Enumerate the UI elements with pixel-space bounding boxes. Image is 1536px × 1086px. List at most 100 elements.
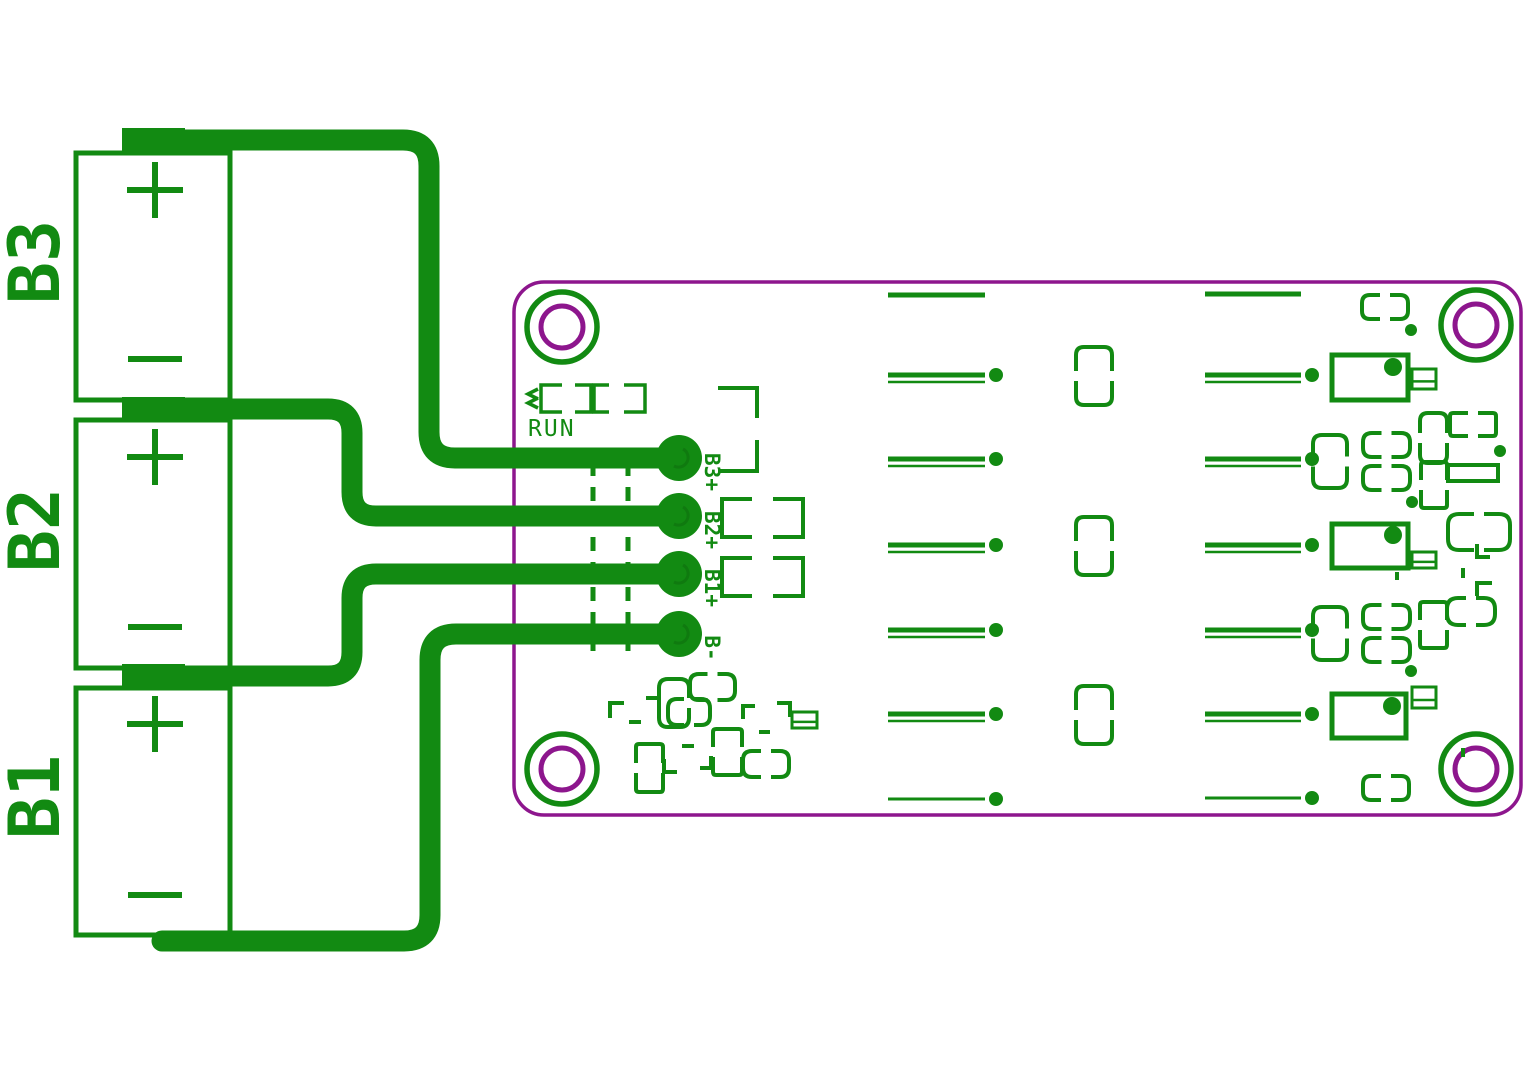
silkscreen-via-dot bbox=[989, 452, 1003, 466]
footprint-fragment bbox=[718, 440, 759, 473]
capacitor-outline bbox=[1410, 685, 1438, 710]
capacitor-outline bbox=[1410, 367, 1438, 391]
footprint-capsule bbox=[634, 773, 665, 794]
footprint-fragment bbox=[720, 497, 752, 539]
footprint-capsule bbox=[1418, 411, 1449, 433]
footprint-capsule bbox=[1361, 431, 1382, 459]
footprint-fragment bbox=[700, 756, 713, 770]
pad-label: B2+ bbox=[700, 511, 724, 549]
ic-outline bbox=[1329, 691, 1409, 741]
footprint-capsule bbox=[1361, 603, 1382, 631]
pad-hole-hint bbox=[673, 563, 690, 585]
footprint-capsule bbox=[1390, 293, 1410, 321]
silkscreen-via-dot bbox=[1405, 665, 1417, 677]
silkscreen-via-dot bbox=[1405, 324, 1417, 336]
footprint-capsule bbox=[771, 749, 791, 779]
run-label: RUN bbox=[528, 416, 576, 442]
footprint-capsule bbox=[1311, 433, 1349, 457]
footprint-capsule bbox=[634, 742, 665, 763]
run-connector-pad bbox=[592, 383, 609, 414]
silkscreen-via-dot bbox=[989, 623, 1003, 637]
footprint-capsule bbox=[717, 672, 737, 702]
wire-b-minus bbox=[151, 623, 690, 952]
footprint-fragment bbox=[608, 701, 624, 718]
silkscreen-via-dot bbox=[989, 707, 1003, 721]
footprint-capsule bbox=[1448, 411, 1468, 438]
mounting-hole-ring bbox=[1438, 287, 1514, 363]
footprint-capsule bbox=[1361, 464, 1382, 492]
solder-pad bbox=[656, 435, 702, 481]
wires bbox=[150, 129, 690, 952]
pad-label: B1+ bbox=[700, 569, 724, 607]
plus-icon bbox=[127, 162, 183, 218]
wire-b1-plus bbox=[150, 563, 679, 687]
run-connector: RUN bbox=[524, 383, 647, 442]
pad-b-minus: B- bbox=[656, 611, 724, 661]
footprint-capsule bbox=[1391, 636, 1412, 664]
ic-outline bbox=[1329, 521, 1411, 571]
footprint-fragment bbox=[646, 696, 661, 709]
mounting-hole bbox=[1452, 745, 1500, 793]
footprint-capsule bbox=[1074, 381, 1114, 407]
footprint-capsule bbox=[1418, 630, 1449, 650]
footprint-capsule bbox=[1391, 464, 1412, 492]
battery-b2: B2 bbox=[0, 397, 233, 671]
silkscreen-via-dot bbox=[1494, 445, 1506, 457]
footprint-capsule bbox=[1445, 596, 1466, 627]
pad-hole-hint bbox=[673, 447, 690, 469]
footprint-capsule bbox=[1391, 774, 1411, 802]
footprint-capsule bbox=[657, 677, 691, 698]
pad-label: B- bbox=[700, 635, 724, 660]
footprint-capsule bbox=[1311, 605, 1349, 629]
silkscreen-via-dot bbox=[1305, 452, 1319, 466]
footprint-fragment bbox=[773, 556, 805, 598]
footprint-capsule bbox=[1311, 466, 1349, 490]
wire-b2-plus bbox=[150, 398, 679, 527]
pad-label: B3+ bbox=[700, 453, 724, 491]
pad-hole-hint bbox=[673, 623, 690, 645]
footprint-capsule bbox=[1074, 684, 1114, 710]
footprint-capsule bbox=[1074, 551, 1114, 577]
footprint-capsule bbox=[688, 672, 708, 702]
footprint-capsule bbox=[711, 727, 744, 747]
pad-b1-plus: B1+ bbox=[656, 551, 724, 607]
mounting-hole bbox=[538, 303, 586, 351]
footprint-capsule bbox=[1360, 293, 1380, 321]
battery-label: B1 bbox=[0, 755, 76, 839]
footprint-capsule bbox=[1311, 638, 1349, 662]
footprint-capsule bbox=[1478, 411, 1498, 438]
battery-b1: B1 bbox=[0, 664, 233, 938]
footprint-capsule bbox=[1361, 774, 1381, 802]
mounting-hole-ring bbox=[524, 731, 600, 807]
mounting-hole-ring bbox=[524, 289, 600, 365]
ic-outline bbox=[1329, 352, 1411, 403]
ic-pin1-dot bbox=[1383, 697, 1401, 715]
footprint-capsule bbox=[694, 697, 712, 727]
silkscreen-via-dot bbox=[1305, 791, 1319, 805]
pad-hole-hint bbox=[673, 505, 690, 527]
wire-b3-plus bbox=[150, 129, 679, 469]
silkscreen-via-dot bbox=[989, 538, 1003, 552]
solder-pad bbox=[656, 611, 702, 657]
pad-b2-plus: B2+ bbox=[656, 493, 724, 549]
footprint-capsule bbox=[657, 708, 691, 729]
footprint-capsule bbox=[1074, 515, 1114, 541]
footprint-fragment bbox=[718, 386, 759, 418]
silkscreen-via-dot bbox=[989, 792, 1003, 806]
run-connector-pad bbox=[575, 383, 593, 414]
silkscreen bbox=[590, 291, 1512, 806]
run-connector-pad bbox=[539, 383, 562, 414]
footprint-capsule bbox=[711, 757, 744, 777]
run-connector-pad bbox=[524, 396, 539, 410]
capacitor-outline bbox=[1410, 550, 1438, 570]
solder-pad bbox=[656, 493, 702, 539]
footprint-capsule bbox=[1476, 596, 1497, 627]
battery-label: B3 bbox=[0, 220, 76, 304]
plus-icon bbox=[127, 429, 183, 485]
silkscreen-via-dot bbox=[1406, 496, 1418, 508]
footprint-capsule bbox=[1446, 512, 1474, 552]
plus-icon bbox=[127, 696, 183, 752]
footprint-capsule bbox=[1484, 512, 1512, 552]
silkscreen-via-dot bbox=[989, 368, 1003, 382]
